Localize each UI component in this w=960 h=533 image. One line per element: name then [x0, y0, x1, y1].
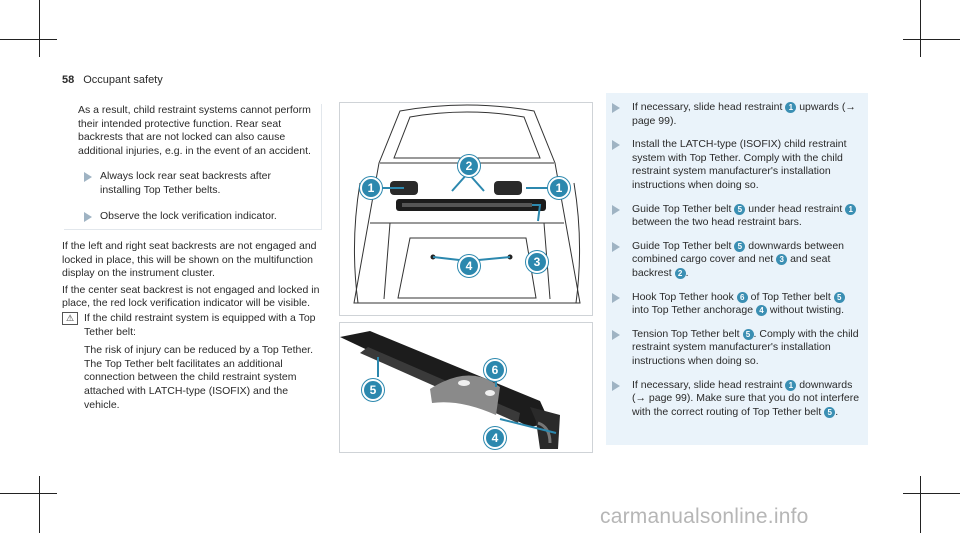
- crop-mark: [39, 0, 40, 57]
- page-header: 58 Occupant safety: [62, 74, 163, 86]
- instruction-step: Hook Top Tether hook 6 of Top Tether bel…: [606, 291, 862, 318]
- step-arrow-icon: [612, 204, 620, 215]
- cargo-area-illustration: [353, 104, 581, 304]
- page-number: 58: [62, 74, 75, 86]
- tether-hook-figure: 6 5 4: [339, 322, 593, 453]
- child-seat-note: ⚠ If the child restraint system is equip…: [62, 311, 324, 412]
- child-seat-icon: ⚠: [62, 311, 78, 325]
- instruction-step: If necessary, slide head restraint 1 upw…: [606, 101, 862, 128]
- step-arrow-icon: [612, 329, 620, 340]
- cargo-area-figure: 1 2 1 3 4: [339, 102, 593, 316]
- step-arrow-icon: [612, 241, 620, 252]
- callout-2: 2: [458, 155, 480, 177]
- section-title: Occupant safety: [83, 74, 163, 86]
- paragraph: If the center seat backrest is not engag…: [62, 283, 320, 310]
- crop-mark: [920, 476, 921, 533]
- ref-badge: 6: [736, 291, 748, 303]
- crop-mark: [903, 39, 960, 40]
- ref-badge: 5: [824, 406, 836, 418]
- ref-badge: 5: [833, 291, 845, 303]
- crop-mark: [39, 476, 40, 533]
- callout-4-bottom: 4: [484, 427, 506, 449]
- ref-badge: 3: [776, 254, 788, 266]
- ref-badge: 2: [674, 267, 686, 279]
- callout-6: 6: [484, 359, 506, 381]
- ref-badge: 5: [734, 203, 746, 215]
- crop-mark: [903, 493, 960, 494]
- callout-1-right: 1: [548, 177, 570, 199]
- callout-1-left: 1: [360, 177, 382, 199]
- step-arrow-icon: [612, 292, 620, 303]
- bullet-arrow-icon: [84, 211, 92, 222]
- instruction-step: Install the LATCH-type (ISOFIX) child re…: [606, 138, 862, 192]
- crop-mark: [0, 39, 57, 40]
- crop-mark: [0, 493, 57, 494]
- watermark: carmanualsonline.info: [600, 505, 809, 528]
- ref-badge: 5: [742, 328, 754, 340]
- instruction-step: Tension Top Tether belt 5. Comply with t…: [606, 328, 862, 369]
- tether-hook-illustration: [340, 331, 560, 449]
- callout-4: 4: [458, 255, 480, 277]
- instruction-steps: If necessary, slide head restraint 1 upw…: [606, 101, 868, 429]
- paragraph: If the left and right seat backrests are…: [62, 240, 317, 280]
- bullet-arrow-icon: [84, 172, 92, 183]
- callout-3: 3: [526, 251, 548, 273]
- ref-badge: 5: [734, 240, 746, 252]
- instruction-step: Guide Top Tether belt 5 downwards betwee…: [606, 240, 862, 281]
- infobox-bullet: Observe the lock verification indicator.: [78, 210, 311, 224]
- ref-badge: 1: [785, 102, 797, 113]
- infobox-text: As a result, child restraint systems can…: [78, 104, 311, 157]
- step-arrow-icon: [612, 140, 620, 151]
- left-body-text: If the left and right seat backrests are…: [62, 240, 324, 412]
- crop-mark: [920, 0, 921, 57]
- instruction-step: If necessary, slide head restraint 1 dow…: [606, 379, 862, 420]
- warning-continuation-box: As a result, child restraint systems can…: [64, 104, 322, 230]
- callout-5: 5: [362, 379, 384, 401]
- step-arrow-icon: [612, 380, 620, 391]
- instruction-step: Guide Top Tether belt 5 under head restr…: [606, 203, 862, 230]
- ref-badge: 1: [785, 379, 797, 391]
- ref-badge: 4: [755, 305, 767, 317]
- ref-badge: 1: [845, 203, 857, 215]
- infobox-bullet: Always lock rear seat backrests after in…: [78, 170, 311, 197]
- step-arrow-icon: [612, 103, 620, 113]
- instructions-background: [606, 93, 868, 445]
